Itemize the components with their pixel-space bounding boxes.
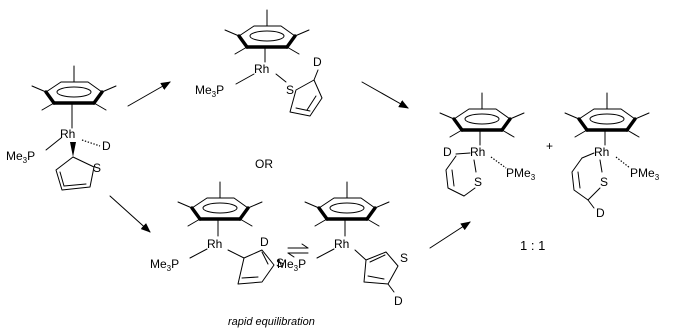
- rh-label: Rh: [254, 62, 269, 76]
- rh-label: Rh: [207, 237, 222, 251]
- equilibrium-arrows: [287, 243, 309, 258]
- sulfur-label: S: [474, 175, 482, 189]
- or-label: OR: [255, 157, 273, 171]
- arrow-to-products-top: [361, 81, 409, 109]
- cp-star-ring: [563, 91, 651, 139]
- product-2: Rh PMe3 S D: [563, 91, 660, 220]
- cp-star-ring: [176, 180, 264, 228]
- pme3-label: PMe3: [630, 166, 660, 182]
- product-1: Rh PMe3 D S: [438, 91, 536, 197]
- sulfur-label: S: [600, 175, 608, 189]
- deuterium-label: D: [260, 235, 269, 249]
- rh-label: Rh: [60, 127, 75, 141]
- cp-star-ring: [30, 64, 118, 112]
- rh-label: Rh: [470, 145, 485, 159]
- me3p-label: Me3P: [6, 149, 35, 165]
- top-intermediate: Rh Me3P S D: [195, 8, 323, 117]
- sulfur-label: S: [276, 256, 284, 270]
- me3p-label: Me3P: [277, 257, 306, 273]
- sulfur-label: S: [286, 83, 294, 97]
- arrow-to-top-intermediate: [127, 81, 171, 107]
- arrow-to-products-bottom: [429, 221, 471, 249]
- cp-star-ring: [223, 8, 311, 56]
- deuterium-label: D: [596, 206, 605, 220]
- pme3-label: PMe3: [506, 166, 536, 182]
- deuterium-label: D: [313, 55, 322, 69]
- deuterium-label: D: [443, 145, 452, 159]
- sulfur-label: S: [93, 161, 101, 175]
- cp-star-ring: [303, 180, 391, 228]
- caption-rapid-equilibration: rapid equilibration: [228, 316, 315, 328]
- bottom-intermediate-b: Rh Me3P S D: [277, 180, 408, 308]
- start-complex: Rh Me3P D S: [6, 64, 118, 191]
- deuterium-label: D: [102, 139, 111, 153]
- product-ratio: 1 : 1: [520, 238, 545, 253]
- me3p-label: Me3P: [150, 257, 179, 273]
- deuterium-label: D: [394, 294, 403, 308]
- rh-label: Rh: [594, 145, 609, 159]
- rh-label: Rh: [334, 237, 349, 251]
- bottom-intermediate-a: Rh Me3P D S: [150, 180, 284, 285]
- sulfur-label: S: [400, 251, 408, 265]
- plus-sign: +: [546, 139, 553, 153]
- me3p-label: Me3P: [195, 83, 224, 99]
- arrow-to-bottom-intermediate: [109, 195, 151, 233]
- cp-star-ring: [438, 91, 526, 139]
